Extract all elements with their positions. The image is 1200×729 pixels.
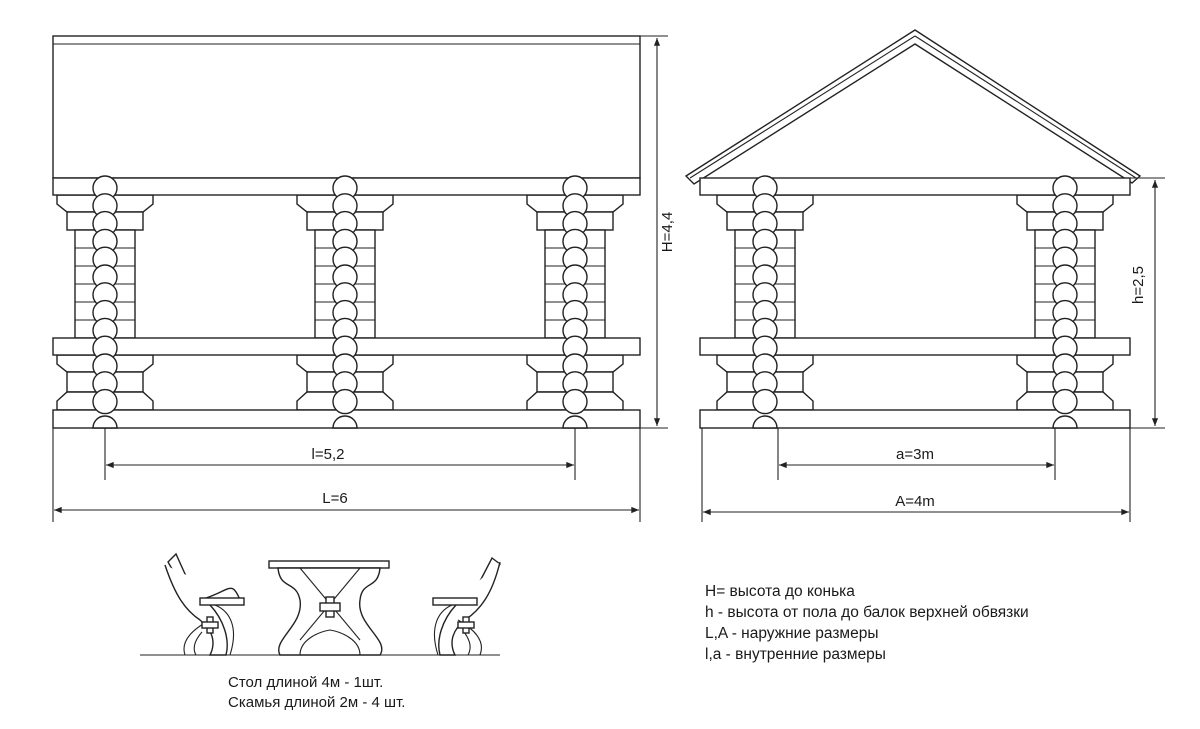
front-height-label: H=4,4 [659,212,676,252]
legend-item: l,a - внутренние размеры [705,646,886,663]
front-height-dimension: H=4,4 [640,35,676,429]
front-inner-label: l=5,2 [312,446,345,463]
legend-item: H= высота до конька [705,583,855,600]
log-stack [332,175,358,429]
log-end [332,415,358,429]
log-end [92,415,118,429]
log-end [92,388,118,415]
right-bench [432,556,501,656]
side-height-dimension: h=2,5 [1130,177,1165,429]
caption-line-table: Стол длиной 4м - 1шт. [228,674,384,691]
side-roof [684,29,1142,185]
side-outer-dimension: A=4m [701,428,1131,522]
side-middle-beam [699,337,1131,356]
side-base-beam [699,409,1131,429]
furniture-drawing [140,552,501,656]
front-outer-dimension: L=6 [52,428,641,522]
front-outer-label: L=6 [322,490,347,507]
side-top-beam [699,177,1131,196]
log-stack [562,175,588,429]
log-end [752,415,778,429]
log-end [1052,415,1078,429]
side-view: h=2,5 a=3m A=4m [684,29,1165,522]
side-inner-label: a=3m [896,446,934,463]
front-inner-dimension: l=5,2 [104,428,576,480]
front-roof-fascia [52,35,641,179]
side-inner-dimension: a=3m [777,428,1056,480]
front-view: H=4,4 l=5,2 L=6 [52,35,676,522]
furniture-caption: Стол длиной 4м - 1шт. Скамья длиной 2м -… [228,673,405,713]
side-outer-label: A=4m [895,493,935,510]
log-stack [1052,175,1078,429]
caption-line-bench: Скамья длиной 2м - 4 шт. [228,694,406,711]
log-column [716,194,814,411]
log-stack [752,175,778,429]
left-bench [164,552,245,656]
log-end [562,388,588,415]
legend-item: h - высота от пола до балок верхней обвя… [705,604,1029,621]
table [268,560,390,656]
log-stack [92,175,118,429]
legend: H= высота до конька h - высота от пола д… [705,581,1029,665]
log-end [1052,388,1078,415]
log-end [752,388,778,415]
legend-item: L,A - наружние размеры [705,625,879,642]
side-height-label: h=2,5 [1130,266,1147,304]
log-end [332,388,358,415]
log-end [562,415,588,429]
